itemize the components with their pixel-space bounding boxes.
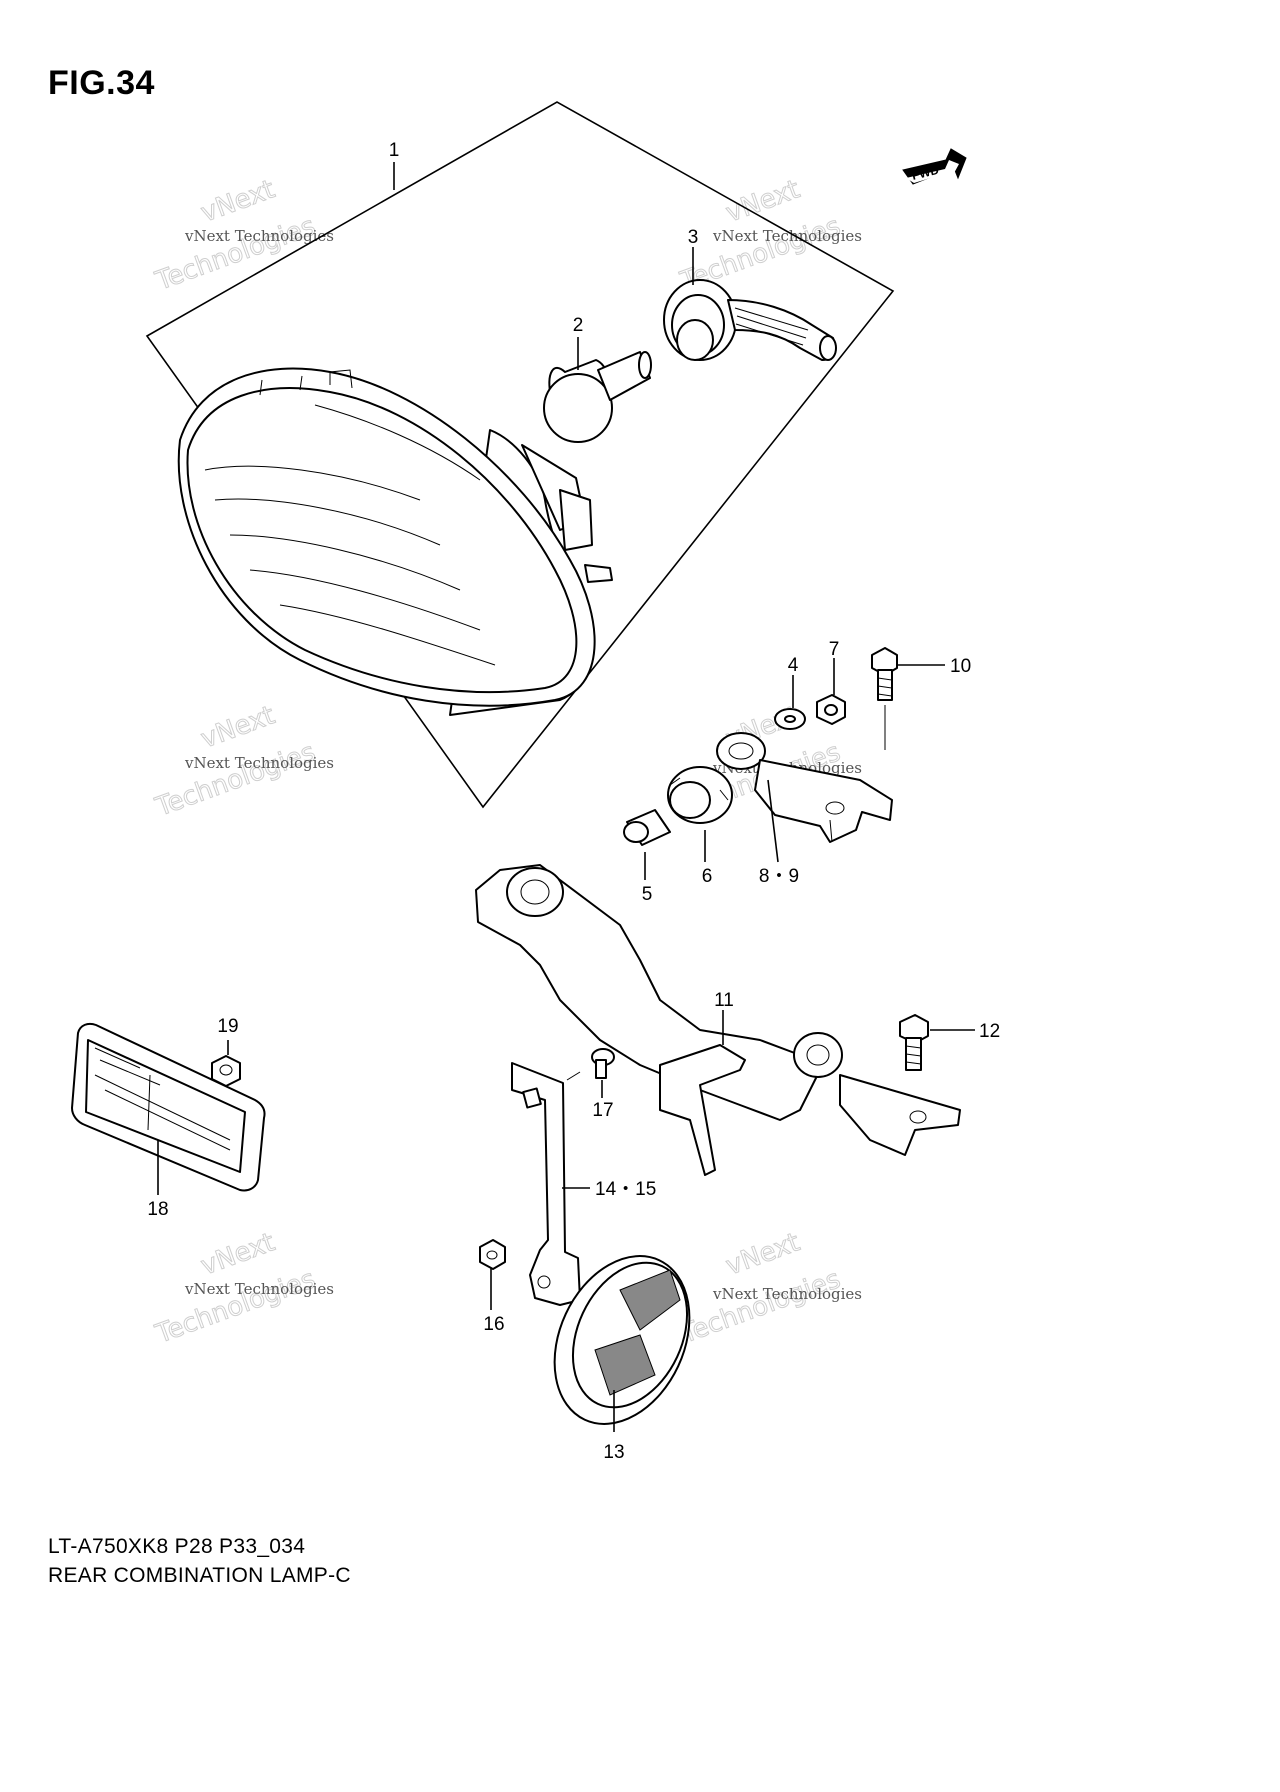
svg-text:vNext: vNext bbox=[722, 1227, 804, 1281]
svg-text:vNext Technologies: vNext Technologies bbox=[712, 1285, 862, 1303]
svg-text:FWD: FWD bbox=[910, 163, 940, 183]
svg-text:vNext: vNext bbox=[197, 1227, 279, 1281]
screw-17 bbox=[566, 1048, 615, 1081]
watermark-top-left: vNext Technologies vNext Technologies bbox=[151, 174, 334, 298]
bracket-plate bbox=[716, 732, 893, 843]
svg-text:vNext Technologies: vNext Technologies bbox=[184, 1280, 334, 1298]
bulb bbox=[543, 351, 652, 443]
fwd-arrow-icon: FWD bbox=[902, 148, 967, 185]
callout-12: 12 bbox=[979, 1021, 1000, 1042]
side-reflector bbox=[71, 1022, 266, 1192]
callout-14-15: 14・15 bbox=[595, 1179, 656, 1200]
watermark-bottom-left: vNext Technologies vNext Technologies bbox=[151, 1227, 334, 1351]
bolt-10 bbox=[871, 647, 898, 750]
reflector-bracket bbox=[511, 1062, 581, 1306]
collar bbox=[623, 809, 671, 846]
callout-8-9: 8・9 bbox=[759, 866, 799, 887]
leader-lines bbox=[157, 162, 975, 1432]
grommet bbox=[667, 766, 733, 824]
figure-title: FIG.34 bbox=[48, 64, 155, 102]
figure-name: REAR COMBINATION LAMP-C bbox=[48, 1564, 351, 1587]
svg-text:Technologies: Technologies bbox=[676, 1264, 844, 1350]
callout-13: 13 bbox=[603, 1442, 624, 1463]
bolt-12 bbox=[899, 1014, 929, 1071]
model-code: LT-A750XK8 P28 P33_034 bbox=[48, 1535, 306, 1558]
svg-text:vNext: vNext bbox=[197, 174, 279, 228]
tail-lamp-housing bbox=[177, 367, 613, 716]
washer bbox=[774, 708, 806, 730]
callout-11: 11 bbox=[714, 990, 734, 1011]
round-reflector bbox=[553, 1255, 691, 1425]
callout-5: 5 bbox=[642, 884, 653, 905]
main-bracket bbox=[475, 864, 961, 1176]
nut bbox=[816, 694, 846, 725]
callout-18: 18 bbox=[147, 1199, 168, 1220]
callout-17: 17 bbox=[592, 1100, 613, 1121]
svg-text:Technologies: Technologies bbox=[151, 737, 319, 823]
socket-with-harness bbox=[663, 279, 837, 361]
svg-text:vNext Technologies: vNext Technologies bbox=[712, 227, 862, 245]
watermark-mid-left: vNext Technologies vNext Technologies bbox=[151, 700, 334, 824]
callout-4: 4 bbox=[788, 655, 799, 676]
callout-3: 3 bbox=[688, 227, 699, 248]
callout-19: 19 bbox=[217, 1016, 238, 1037]
callout-7: 7 bbox=[829, 639, 840, 660]
callout-16: 16 bbox=[483, 1314, 504, 1335]
callout-6: 6 bbox=[702, 866, 713, 887]
callout-2: 2 bbox=[573, 315, 584, 336]
svg-text:vNext: vNext bbox=[197, 700, 279, 754]
svg-text:Technologies: Technologies bbox=[151, 1264, 319, 1350]
callout-1: 1 bbox=[389, 140, 400, 161]
callout-labels: 1 2 3 4 5 6 7 8・9 10 11 12 13 14・15 16 1… bbox=[147, 140, 1000, 1463]
watermark-top-right: vNext Technologies vNext Technologies bbox=[676, 174, 862, 298]
nut-16 bbox=[479, 1239, 506, 1270]
svg-text:vNext Technologies: vNext Technologies bbox=[184, 227, 334, 245]
svg-text:vNext Technologies: vNext Technologies bbox=[184, 754, 334, 772]
callout-10: 10 bbox=[950, 656, 971, 677]
svg-text:Technologies: Technologies bbox=[151, 211, 319, 297]
watermark-bottom-right: vNext Technologies vNext Technologies bbox=[676, 1227, 862, 1351]
